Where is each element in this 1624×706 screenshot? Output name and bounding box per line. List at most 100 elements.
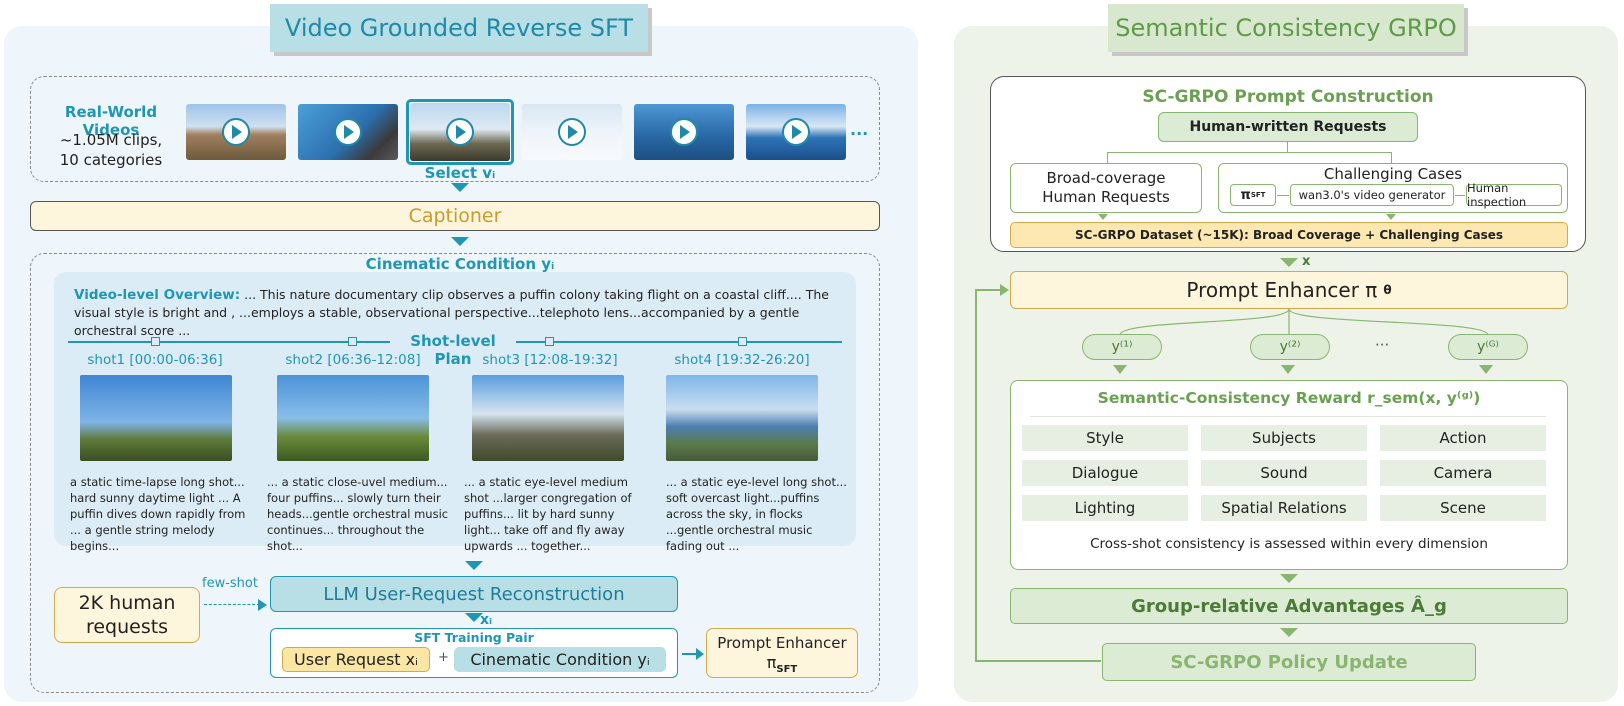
- video-thumb-puffins[interactable]: [410, 103, 510, 161]
- arrow-down: [1281, 365, 1295, 374]
- play-icon: [558, 118, 586, 146]
- dimension-sound: Sound: [1201, 460, 1367, 486]
- cinematic-condition-short-label: Cinematic Condition yᵢ: [470, 650, 650, 669]
- left-panel-title: Video Grounded Reverse SFT: [270, 4, 648, 52]
- few-shot-arrowhead: [258, 599, 267, 611]
- shot-label-3: shot3 [12:08-19:32]: [482, 352, 618, 368]
- prompt-construction-title: SC-GRPO Prompt Construction: [1142, 87, 1434, 107]
- cinematic-condition-short-box: Cinematic Condition yᵢ: [454, 647, 666, 672]
- pi-symbol: π: [1240, 187, 1251, 203]
- sample-pill-g: y⁽ᴳ⁾: [1448, 334, 1528, 360]
- video-thumb-coast[interactable]: [298, 104, 398, 160]
- shot-node: [348, 337, 357, 346]
- videos-count: ~1.05M clips,: [59, 131, 163, 149]
- sft-pair-label: SFT Training Pair: [414, 630, 534, 645]
- generator-label: wan3.0's video generator: [1298, 188, 1446, 202]
- shot-image-4: [666, 375, 818, 461]
- prompt-enhancer-label: Prompt Enhancer π: [1186, 278, 1378, 302]
- reward-title: Semantic-Consistency Reward r_sem(x, y⁽ᵍ…: [1097, 389, 1481, 407]
- xi-label: xᵢ: [480, 612, 493, 628]
- generator-chip: wan3.0's video generator: [1290, 184, 1454, 206]
- sample-pill-2: y⁽²⁾: [1250, 334, 1330, 360]
- arrow-right: [1455, 195, 1465, 196]
- shot-desc-3: ... a static eye-level medium shot ...la…: [464, 475, 632, 553]
- dimension-style: Style: [1022, 425, 1188, 451]
- shot-node: [151, 337, 160, 346]
- inspection-chip: Human inspection: [1466, 181, 1562, 209]
- play-icon: [334, 118, 362, 146]
- pi-subscript: SFT: [1250, 191, 1266, 199]
- human-requests-box: 2K human requests: [54, 587, 200, 643]
- shot-plan-label: Shot-level Plan: [390, 332, 516, 368]
- feedback-line: [975, 660, 1101, 662]
- human-requests-label: 2K human requests: [78, 592, 176, 638]
- video-thumb-arctic[interactable]: [522, 104, 622, 160]
- human-written-label: Human-written Requests: [1189, 119, 1387, 135]
- right-panel-title: Semantic Consistency GRPO: [1108, 4, 1464, 52]
- shot-label-4: shot4 [19:32-26:20]: [674, 352, 810, 368]
- video-overview: Video-level Overview: ... This nature do…: [74, 286, 844, 340]
- challenging-cases-box: [1218, 163, 1568, 213]
- user-request-label: User Request xᵢ: [294, 650, 418, 669]
- advantages-box: Group-relative Advantages Â_g: [1010, 588, 1568, 624]
- overview-label: Video-level Overview:: [74, 287, 241, 303]
- arrow-down: [1280, 574, 1298, 583]
- x-label: x: [1302, 254, 1311, 269]
- play-icon: [782, 118, 810, 146]
- policy-update-box: SC-GRPO Policy Update: [1102, 643, 1476, 681]
- arrow-down: [451, 183, 469, 192]
- dimension-scene: Scene: [1380, 495, 1546, 521]
- connector: [1287, 142, 1289, 152]
- video-thumb-whale[interactable]: [634, 104, 734, 160]
- few-shot-arrow: [204, 604, 260, 605]
- arrow-right: [1277, 195, 1289, 196]
- video-thumb-horses[interactable]: [186, 104, 286, 160]
- captioner-label: Captioner: [408, 205, 502, 227]
- pi-subscript: SFT: [776, 664, 798, 676]
- dataset-box: SC-GRPO Dataset (~15K): Broad Coverage +…: [1010, 222, 1568, 248]
- inspection-label: Human inspection: [1467, 181, 1527, 209]
- videos-label: Real-World Videos: [64, 103, 158, 139]
- arrow-down: [451, 237, 469, 246]
- advantages-label: Group-relative Advantages Â_g: [1131, 595, 1447, 617]
- videos-categories: 10 categories: [59, 151, 163, 169]
- connector: [1107, 152, 1109, 163]
- video-thumb-lake[interactable]: [746, 104, 846, 160]
- arrow-down: [1280, 258, 1298, 267]
- theta-subscript: θ: [1383, 283, 1392, 297]
- arrow-down: [1479, 365, 1493, 374]
- feedback-line: [975, 289, 977, 661]
- shot-desc-4: ... a static eye-level long shot... soft…: [666, 475, 847, 553]
- policy-update-label: SC-GRPO Policy Update: [1170, 651, 1408, 673]
- reward-divider: [1030, 416, 1546, 417]
- arrow-down: [465, 613, 483, 622]
- overview-text: ... This nature documentary clip observe…: [74, 287, 829, 338]
- feedback-line: [975, 289, 1001, 291]
- connector: [1107, 152, 1392, 154]
- arrow-right: [682, 653, 698, 655]
- shot-label-1: shot1 [00:00-06:36]: [87, 352, 223, 368]
- shot-label-2: shot2 [06:36-12:08]: [285, 352, 421, 368]
- broad-coverage-label: Broad-coverage Human Requests: [1042, 169, 1170, 206]
- play-icon: [446, 118, 474, 146]
- broad-coverage-box: Broad-coverage Human Requests: [1010, 163, 1202, 213]
- prompt-enhancer-sft-box: Prompt Enhancer πSFT: [706, 628, 858, 678]
- arrow-down: [465, 561, 483, 570]
- shot-image-1: [80, 375, 232, 461]
- videos-box: [30, 76, 880, 182]
- video-thumb-selected-frame: [406, 99, 514, 165]
- shot-desc-1: a static time-lapse long shot... hard su…: [70, 475, 246, 553]
- llm-reconstruction-label: LLM User-Request Reconstruction: [323, 583, 625, 605]
- cinematic-condition-label: Cinematic Condition yᵢ: [340, 255, 580, 273]
- user-request-box: User Request xᵢ: [282, 647, 430, 672]
- feedback-arrowhead: [1000, 284, 1009, 296]
- connector: [1391, 152, 1393, 163]
- sample-pill-1: y⁽¹⁾: [1082, 334, 1162, 360]
- play-icon: [670, 118, 698, 146]
- human-written-box: Human-written Requests: [1158, 112, 1418, 142]
- shot-image-2: [277, 375, 429, 461]
- shot-node: [545, 337, 554, 346]
- arrow-down: [1113, 365, 1127, 374]
- more-videos-ellipsis: ···: [850, 124, 869, 143]
- prompt-enhancer-sft-label: Prompt Enhancer: [717, 634, 847, 652]
